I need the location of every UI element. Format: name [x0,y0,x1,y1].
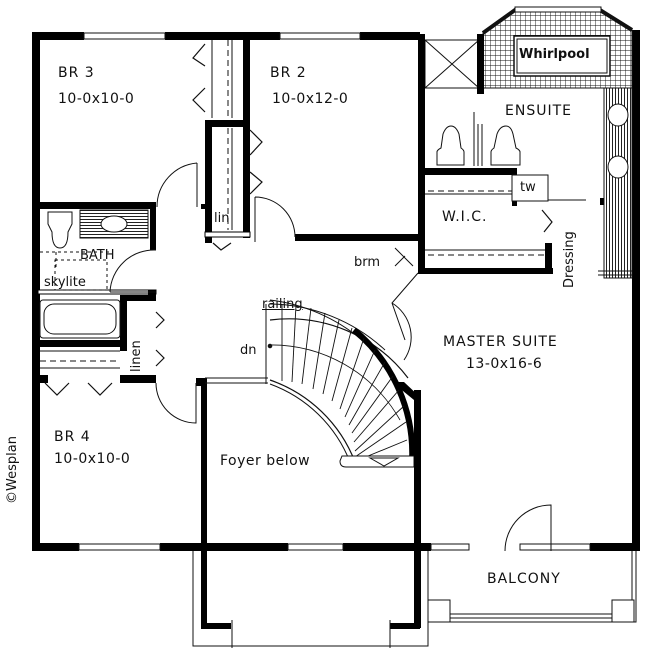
stair-landing-wall [392,382,421,470]
bath-fixtures [39,209,149,339]
front-porch [192,551,429,648]
wic-label: W.I.C. [442,209,488,225]
bifold-doors [44,43,553,396]
br3-dims: 10-0x10-0 [58,91,135,107]
skylite-label: skylite [44,275,86,290]
bath-label: BATH [80,248,115,263]
exterior-walls [32,30,640,551]
ensuite-bay [481,6,634,89]
br2-dims: 10-0x12-0 [272,91,349,107]
railing-label: railing [262,297,303,312]
dressing-label: Dressing [562,231,577,288]
copyright-label: ©Wesplan [5,436,20,504]
shower-stall [424,39,480,89]
ensuite-label: ENSUITE [505,103,572,119]
tw-label: tw [520,180,536,195]
balcony-label: BALCONY [487,571,561,587]
balcony-outline [427,551,637,623]
br3-label: BR 3 [58,65,95,81]
br2-label: BR 2 [270,65,307,81]
tw-cabinet [511,174,549,202]
linen-label: linen [129,340,144,372]
dn-marker [267,343,273,349]
foyer-label: Foyer below [220,453,311,469]
foyer-railing [205,377,268,384]
ensuite-fixtures [436,87,633,279]
interior-walls [37,34,634,629]
br4-label: BR 4 [54,429,91,445]
windows [78,32,591,551]
whirlpool-label: Whirlpool [519,47,590,62]
dn-label: dn [240,343,257,358]
master-suite-label: MASTER SUITE [443,334,558,350]
master-suite-dims: 13-0x16-6 [466,356,543,372]
closet-rods [40,40,545,362]
br4-dims: 10-0x10-0 [54,451,131,467]
brm-label: brm [354,255,381,270]
swing-doors [109,162,552,552]
curved-staircase [265,299,416,468]
lin-label: lin [214,211,230,226]
